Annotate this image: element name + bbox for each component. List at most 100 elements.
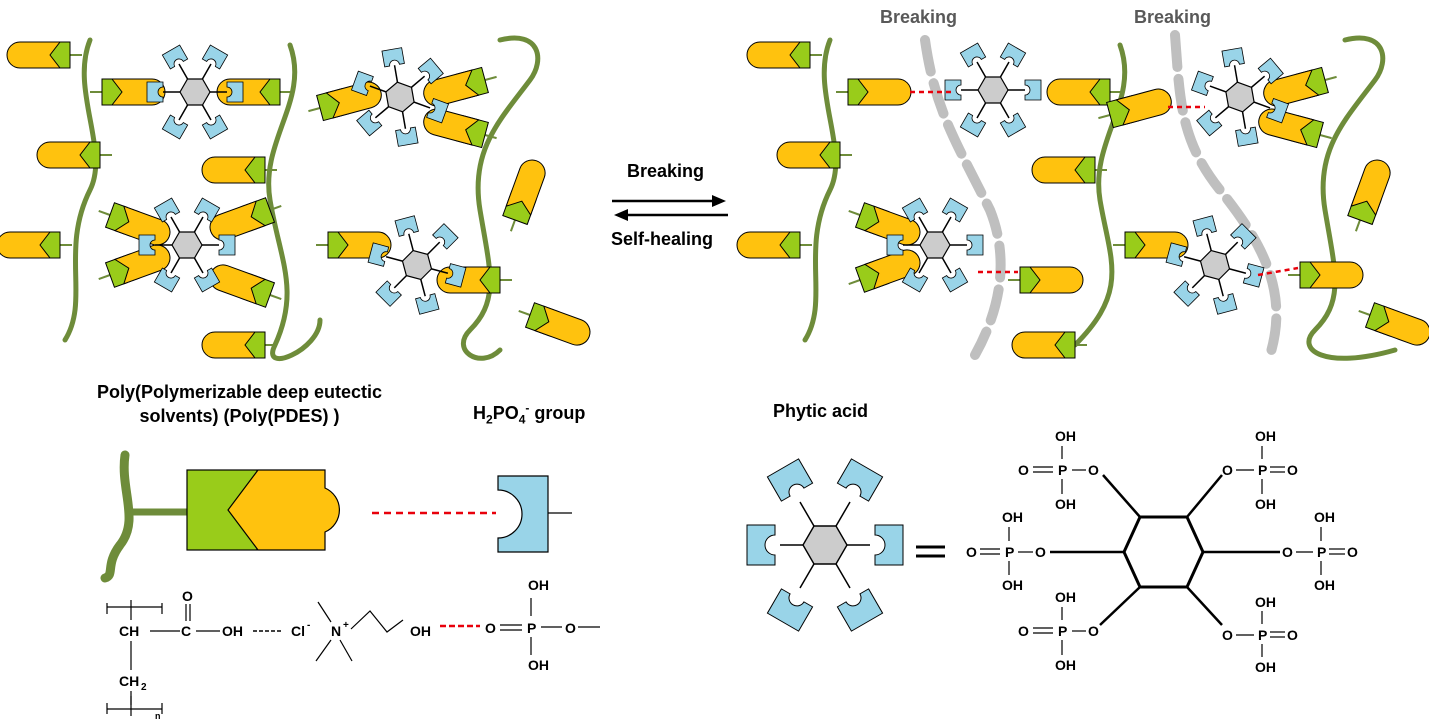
phytic-acid-node — [1156, 207, 1273, 323]
legend-title-poly-pdes-line2: solvents) (Poly(PDES) ) — [139, 406, 340, 426]
arrow-label-self-healing: Self-healing — [611, 229, 714, 249]
c-label: C — [181, 623, 191, 639]
legend-title-poly-pdes-line1: Poly(Polymerizable deep eutectic — [96, 382, 383, 402]
phytic-oh: OH — [1255, 594, 1276, 610]
h2po4-h: H — [473, 403, 486, 423]
phytic-p: P — [1317, 544, 1326, 560]
legend-title-phytic-acid: Phytic acid — [773, 401, 869, 421]
ch2-label: CH — [119, 673, 139, 689]
ch-label: CH — [119, 623, 139, 639]
phytic-oh: OH — [1002, 577, 1023, 593]
pdes-unit — [1254, 105, 1336, 152]
phytic-o: O — [1282, 544, 1293, 560]
phytic-oh: OH — [1055, 657, 1076, 673]
backbone-chain — [802, 37, 839, 343]
backbone-chain — [62, 37, 99, 343]
pdes-unit — [736, 231, 813, 259]
crack-line — [1170, 30, 1282, 360]
phytic-o: O — [1222, 627, 1233, 643]
pdes-unit — [304, 78, 386, 125]
phytic-p: P — [1005, 544, 1014, 560]
pdes-unit — [746, 41, 823, 69]
crack-label-2: Breaking — [1134, 7, 1212, 27]
pdes-unit — [201, 156, 278, 184]
legend-title-h2po4: H2PO4- group — [473, 401, 585, 427]
phytic-o: O — [1088, 623, 1099, 639]
pdes-unit — [1007, 266, 1084, 294]
backbone-chain — [266, 42, 323, 361]
h2po4-charge: - — [525, 401, 530, 415]
pdes-chemical-structure: CH C O OH Cl - N + OH O P OH OH O CH 2 n — [106, 577, 600, 721]
backbone-chain — [461, 35, 541, 361]
phytic-o: O — [1222, 462, 1233, 478]
left-network — [0, 35, 595, 361]
backbone-chain — [1072, 42, 1128, 348]
phytic-o: O — [1287, 627, 1298, 643]
arrow-label-breaking: Breaking — [627, 161, 705, 181]
repeat-n-label: n — [155, 711, 161, 721]
right-network — [736, 30, 1429, 361]
pdes-unit — [776, 141, 853, 169]
pdes-unit — [1342, 155, 1395, 237]
ch2-subscript: 2 — [141, 682, 147, 693]
phytic-o: O — [1018, 623, 1029, 639]
pdes-unit — [1287, 261, 1364, 289]
h2po4-sub2: 2 — [486, 412, 493, 427]
phytic-p: P — [1058, 623, 1067, 639]
phosphate-o-eq: O — [485, 620, 496, 636]
phytic-p: P — [1258, 462, 1267, 478]
pdes-unit — [205, 260, 287, 313]
pdes-unit — [1031, 156, 1108, 184]
phytic-oh: OH — [1002, 509, 1023, 525]
phosphate-p: P — [527, 620, 536, 636]
phytic-oh: OH — [1255, 496, 1276, 512]
pdes-unit — [1011, 331, 1088, 359]
phytic-acid-node — [358, 207, 475, 323]
ammonium-n-label: N — [331, 623, 341, 639]
pdes-unit — [835, 78, 912, 106]
h2po4-po: PO — [492, 403, 519, 423]
crack-line — [920, 35, 1006, 360]
phytic-p: P — [1258, 627, 1267, 643]
phytic-o: O — [1347, 544, 1358, 560]
hydroxyl-label: OH — [222, 623, 243, 639]
phytic-acid-node — [945, 43, 1041, 137]
pdes-unit — [201, 331, 278, 359]
phytic-oh: OH — [1255, 428, 1276, 444]
pdes-unit — [513, 297, 595, 350]
phytic-oh: OH — [1314, 509, 1335, 525]
broken-bond — [1257, 266, 1299, 277]
phytic-o: O — [1088, 462, 1099, 478]
pdes-unit — [497, 155, 550, 237]
backbone-chain — [1306, 35, 1398, 361]
phosphate-oh-top: OH — [528, 577, 549, 593]
phytic-oh: OH — [1055, 428, 1076, 444]
legend-pdes-unit — [100, 450, 572, 583]
phytic-p: P — [1058, 462, 1067, 478]
phytic-oh: OH — [1255, 659, 1276, 675]
choline-oh-label: OH — [410, 623, 431, 639]
phytic-o: O — [1287, 462, 1298, 478]
pdes-unit — [0, 231, 73, 259]
crack-label-1: Breaking — [880, 7, 958, 27]
ammonium-charge: + — [343, 620, 349, 631]
h2po4-sub4: 4 — [518, 412, 526, 427]
phytic-acid-structure: OH OH O P O OH OH O P O OH OH O P O OH O… — [966, 428, 1358, 675]
phytic-oh: OH — [1314, 577, 1335, 593]
phytic-o: O — [1035, 544, 1046, 560]
h2po4-suffix: group — [529, 403, 586, 423]
phosphate-o-right: O — [565, 620, 576, 636]
legend-phytic-acid-icon — [746, 458, 945, 632]
pdes-unit — [36, 141, 113, 169]
equilibrium-arrows — [612, 195, 728, 221]
pdes-unit — [1353, 297, 1429, 350]
pdes-unit — [6, 41, 83, 69]
phytic-o: O — [966, 544, 977, 560]
phytic-o: O — [1018, 462, 1029, 478]
phytic-oh: OH — [1055, 496, 1076, 512]
chloride-charge: - — [307, 620, 310, 631]
chloride-label: Cl — [291, 623, 305, 639]
phytic-oh: OH — [1055, 589, 1076, 605]
phosphate-oh-bottom: OH — [528, 657, 549, 673]
